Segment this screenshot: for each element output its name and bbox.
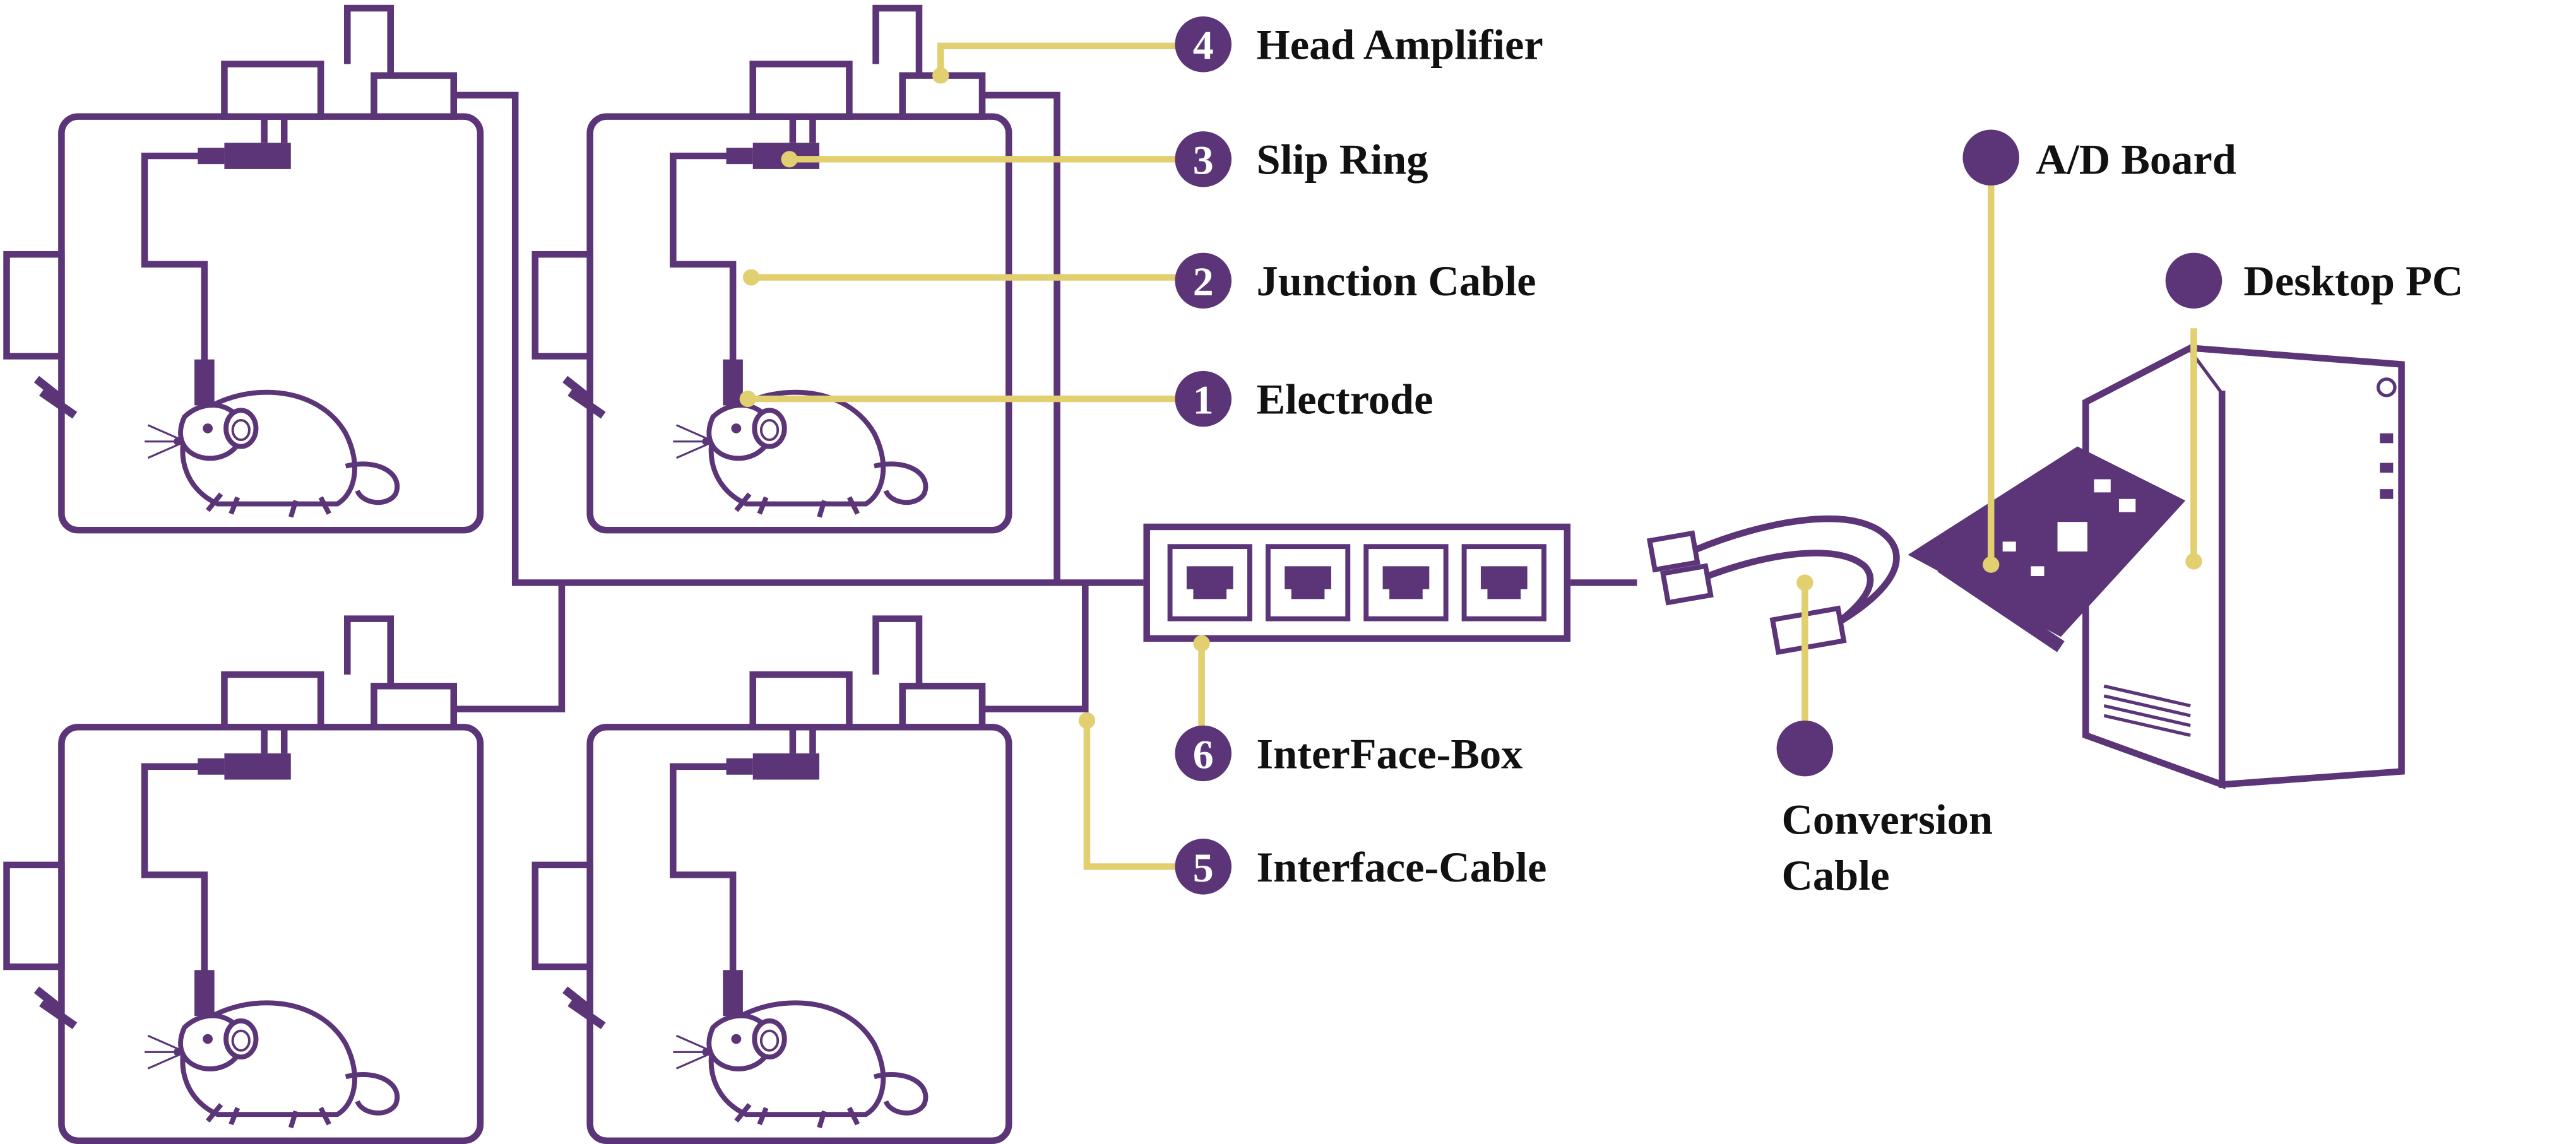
desktop-pc-icon	[2082, 343, 2405, 789]
svg-text:5: 5	[1193, 846, 1214, 891]
label-junction-cable: 2 Junction Cable	[1175, 252, 1536, 309]
cage-icon	[7, 8, 480, 530]
label-head-amplifier: 4 Head Amplifier	[1175, 16, 1543, 73]
label-slip-ring: 3 Slip Ring	[1175, 131, 1428, 187]
svg-text:Cable: Cable	[1781, 851, 1889, 899]
label-desktop-pc: Desktop PC	[2165, 252, 2463, 309]
svg-text:Conversion: Conversion	[1781, 796, 1993, 844]
svg-text:Electrode: Electrode	[1256, 375, 1433, 423]
svg-text:4: 4	[1193, 23, 1214, 69]
rj45-port-icon	[1464, 546, 1544, 618]
rj45-port-icon	[1366, 546, 1445, 618]
svg-text:3: 3	[1193, 138, 1214, 184]
label-interface-cable: 5 Interface-Cable	[1175, 839, 1546, 895]
ad-board-icon	[1908, 446, 2186, 652]
svg-text:Interface-Cable: Interface-Cable	[1256, 843, 1546, 891]
svg-text:Junction Cable: Junction Cable	[1256, 257, 1536, 305]
interface-box-icon	[1143, 523, 1571, 642]
label-ad-board: A/D Board	[1962, 129, 2236, 186]
svg-text:Head Amplifier: Head Amplifier	[1256, 21, 1543, 69]
svg-text:InterFace-Box: InterFace-Box	[1256, 730, 1522, 778]
callout-dots	[739, 67, 2202, 729]
rj45-port-icon	[1170, 546, 1250, 618]
interface-cable-wiring	[452, 91, 1637, 712]
cage-icon	[535, 619, 1009, 1141]
label-interface-box: 6 InterFace-Box	[1175, 725, 1522, 782]
svg-text:Slip Ring: Slip Ring	[1256, 136, 1428, 184]
svg-text:1: 1	[1193, 378, 1214, 423]
rj45-port-icon	[1268, 546, 1348, 618]
label-conversion-cable: Conversion Cable	[1776, 720, 1993, 899]
conversion-cable-icon	[1646, 516, 1900, 656]
svg-text:6: 6	[1193, 733, 1214, 778]
label-electrode: 1 Electrode	[1175, 370, 1433, 427]
cage-icon	[7, 619, 480, 1141]
svg-text:A/D Board: A/D Board	[2036, 136, 2236, 184]
svg-text:Desktop PC: Desktop PC	[2243, 257, 2463, 305]
svg-text:2: 2	[1193, 260, 1214, 305]
cage-icon	[535, 8, 1009, 530]
